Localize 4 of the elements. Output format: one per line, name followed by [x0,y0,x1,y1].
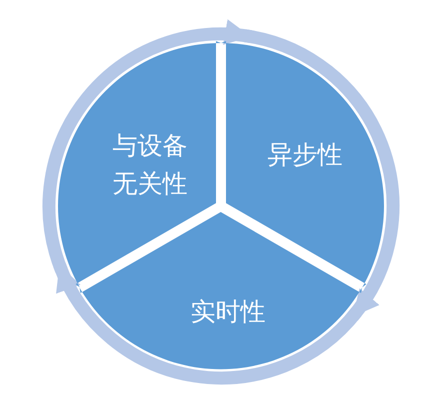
segment-label: 实时性 [189,296,266,328]
curved-arrow [53,262,362,384]
segment-label: 与设备无关性 [112,130,188,200]
segment-label: 异步性 [266,139,344,171]
